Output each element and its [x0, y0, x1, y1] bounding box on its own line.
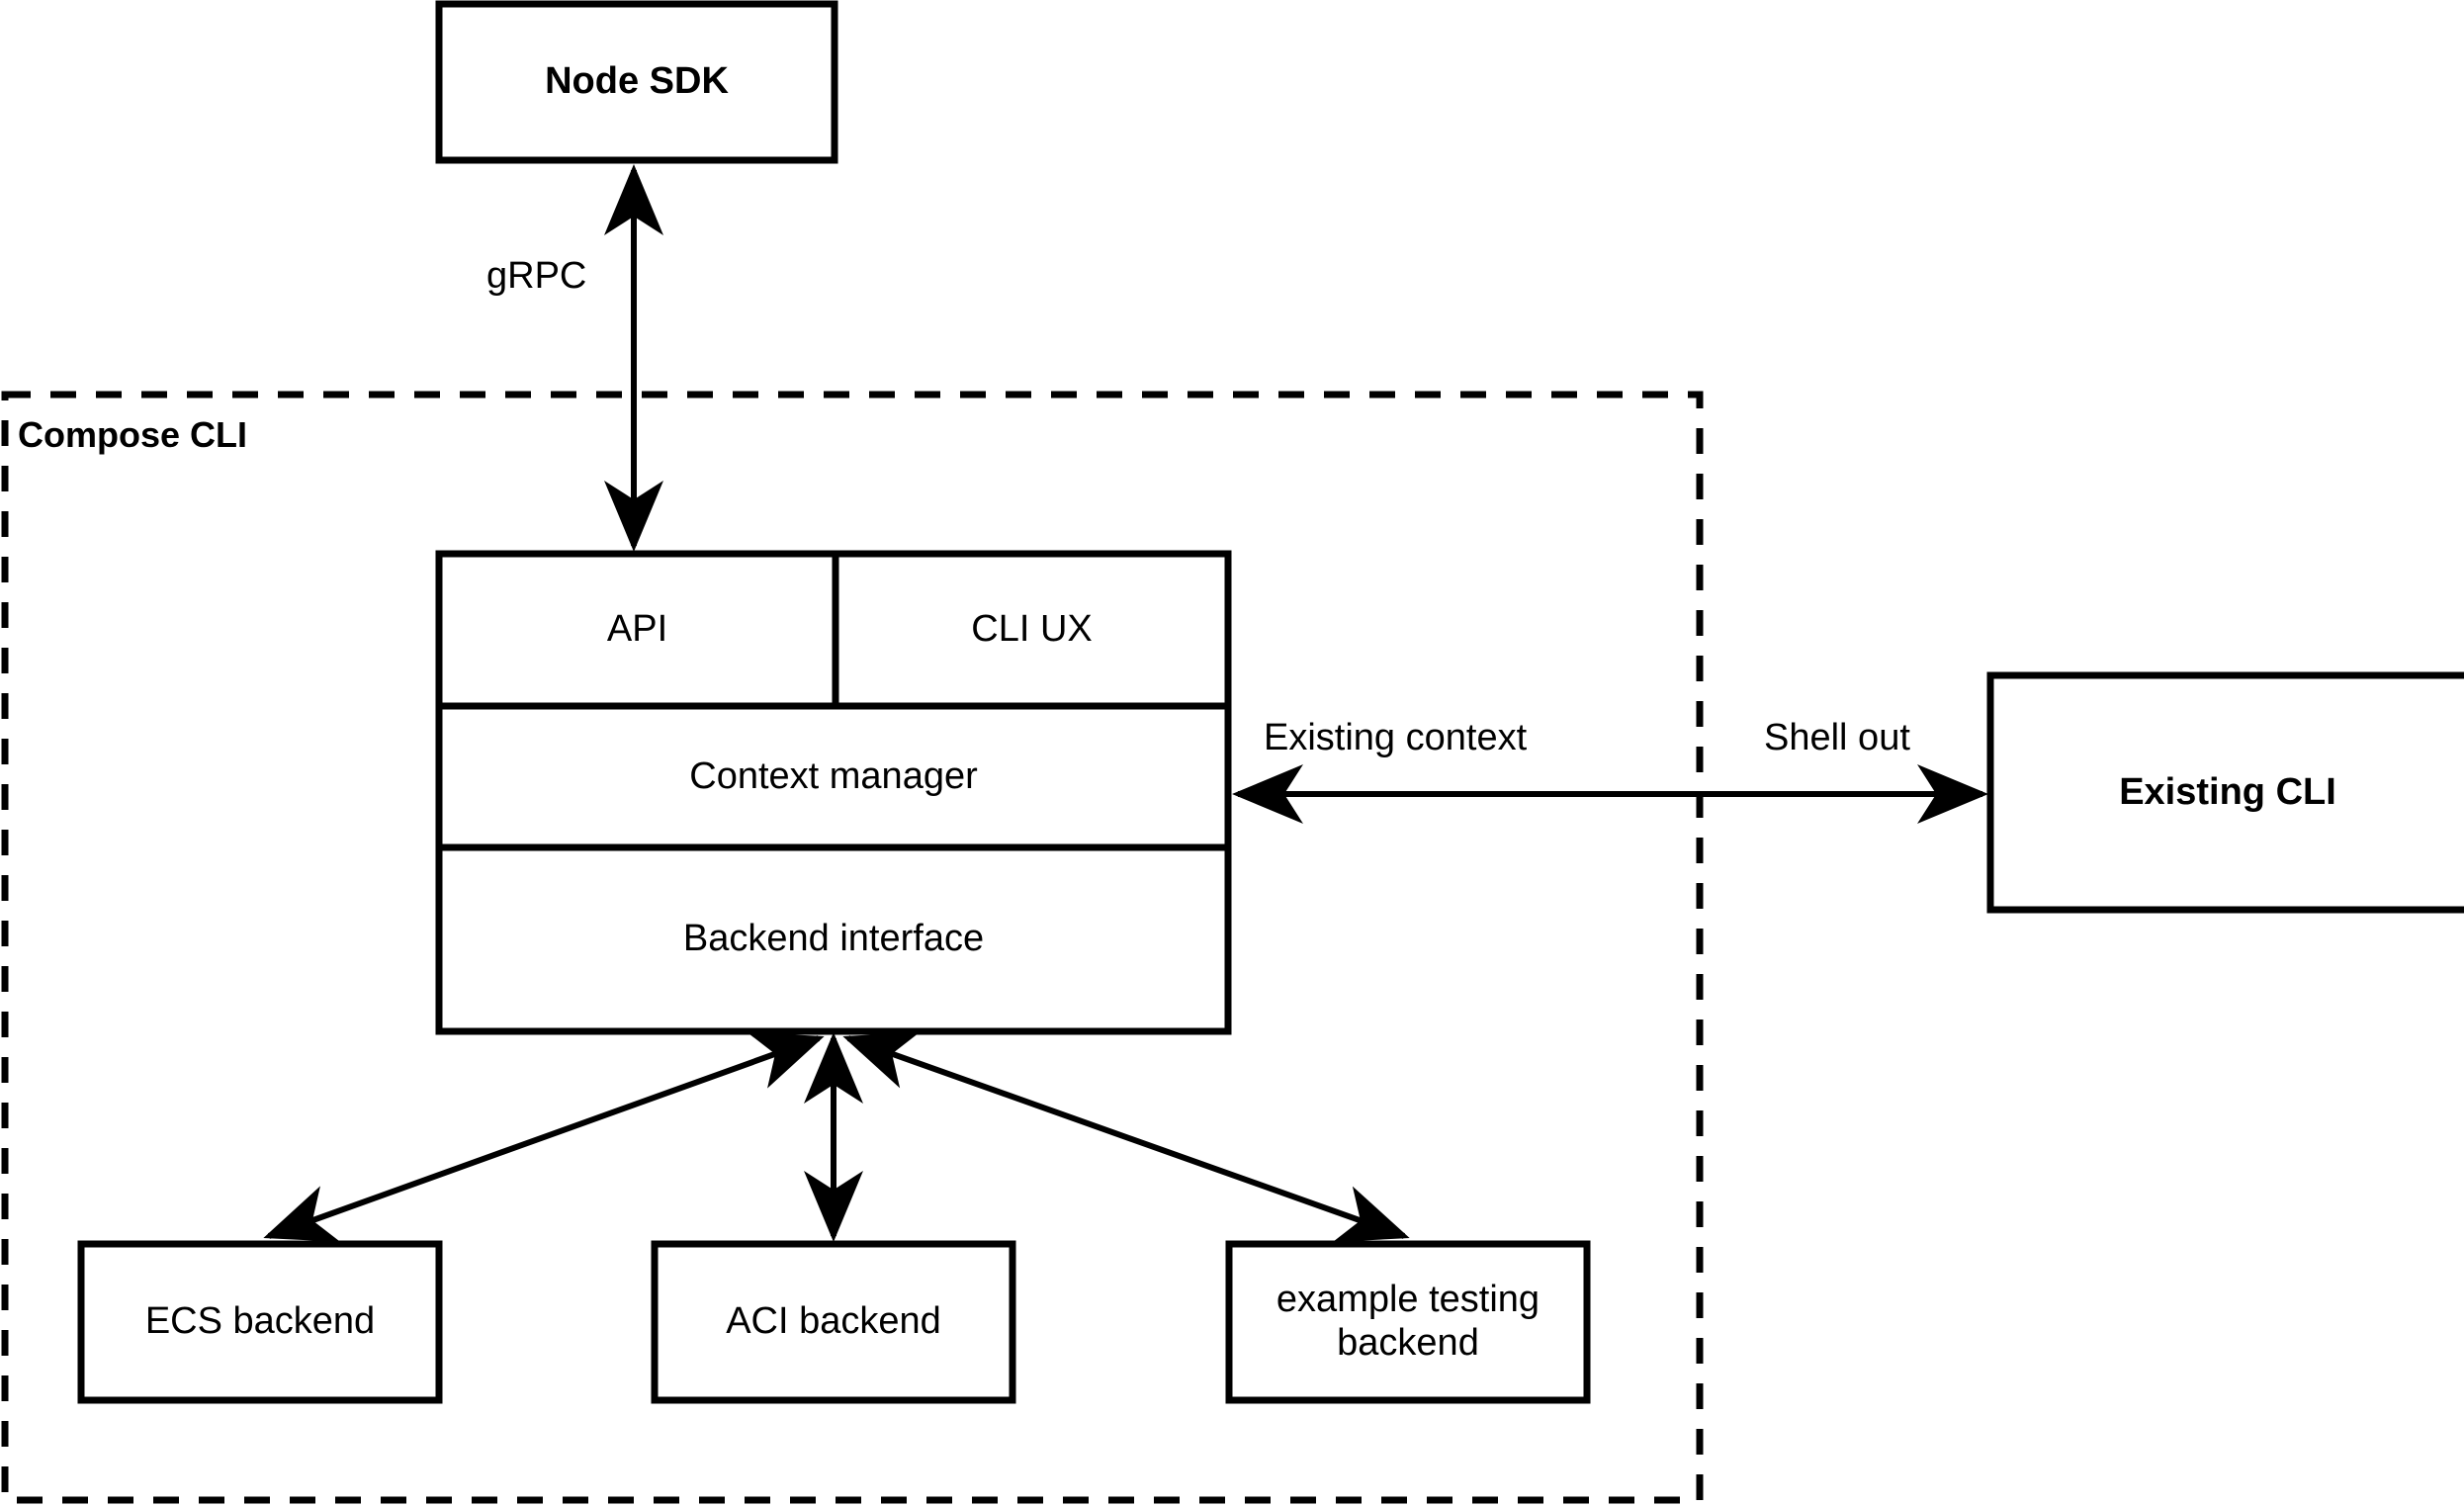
ecs-backend-box: [77, 1240, 443, 1404]
node-sdk-box: [435, 0, 838, 164]
shell-out-edge-label: Shell out: [1764, 717, 1910, 758]
existing-cli-box: [1986, 671, 2464, 914]
aci-backend-box: [651, 1240, 1016, 1404]
ecs-backend-arrow: [263, 1032, 825, 1242]
compose-cli-boundary: [1, 391, 1704, 1504]
example-testing-backend-arrow: [842, 1031, 1410, 1243]
grpc-edge-label: gRPC: [486, 255, 587, 297]
example-testing-backend-box: [1225, 1240, 1591, 1404]
existing-context-edge-label: Existing context: [1264, 717, 1528, 758]
